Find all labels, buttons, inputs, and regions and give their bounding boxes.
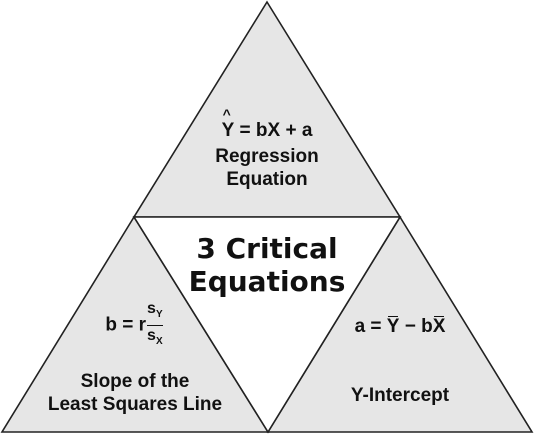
- center-title-line2: Equations: [188, 265, 346, 298]
- regression-equation: Y = bX + a: [197, 106, 337, 142]
- regression-caption-line1: Regression: [215, 146, 319, 167]
- slope-equation: b = r sY sX: [74, 300, 194, 351]
- y-hat: Y: [222, 106, 235, 142]
- slope-caption-line2: Least Squares Line: [47, 394, 223, 415]
- intercept-caption: Y-Intercept: [350, 385, 450, 406]
- y-bar: Y: [386, 316, 400, 337]
- slope-denominator: sX: [147, 327, 163, 348]
- fraction-bar: [147, 325, 163, 327]
- slope-equation-prefix: b = r: [105, 314, 147, 336]
- regression-caption-line2: Equation: [226, 169, 308, 190]
- center-title-line1: 3 Critical: [196, 232, 338, 265]
- x-bar: X: [432, 316, 446, 337]
- slope-caption-line1: Slope of the: [80, 371, 190, 392]
- slope-numerator: sY: [147, 300, 163, 321]
- slope-fraction: sY sX: [147, 300, 163, 351]
- intercept-equation: a = Y − bX: [354, 316, 446, 337]
- center-triangle: [132, 216, 402, 434]
- regression-caption: Regression Equation: [177, 145, 357, 191]
- regression-equation-rhs: = bX + a: [234, 120, 313, 141]
- slope-caption: Slope of the Least Squares Line: [30, 370, 240, 416]
- center-title: 3 Critical Equations: [167, 232, 367, 298]
